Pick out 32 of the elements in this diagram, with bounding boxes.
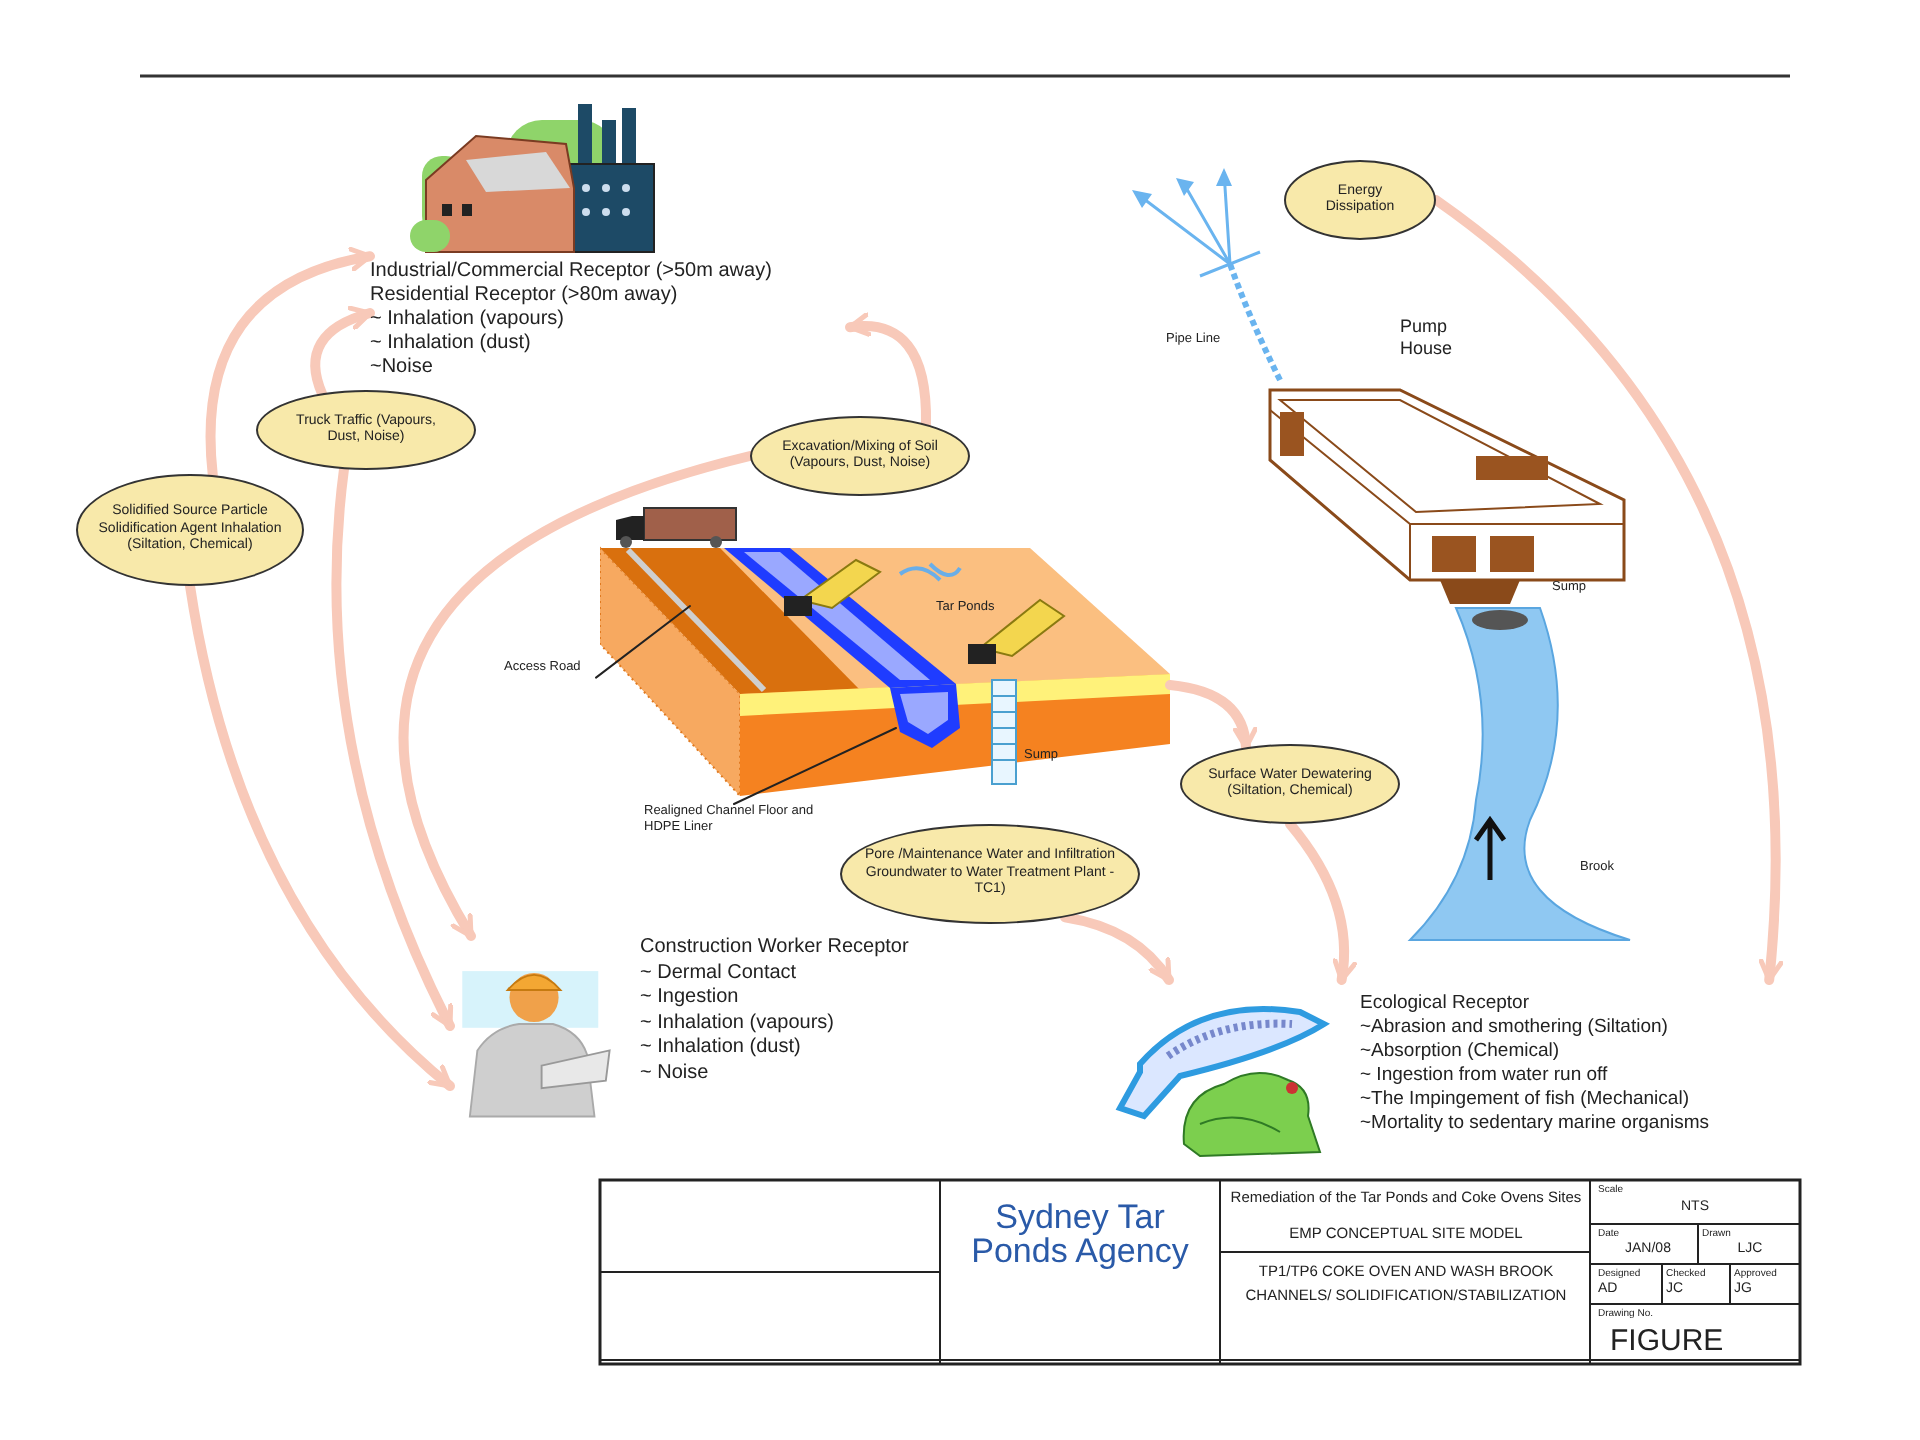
receptor-heading: Ecological Receptor — [1360, 992, 1529, 1014]
exposure-item: ~ Inhalation (vapours) — [370, 308, 565, 330]
exposure-item: ~ Ingestion — [640, 986, 739, 1008]
exposure-item: ~ Inhalation (dust) — [640, 1036, 801, 1058]
pathway-arrow — [1431, 195, 1783, 985]
exposure-item: ~ Ingestion from water run off — [1360, 1064, 1608, 1086]
exposure-item: ~ Noise — [640, 1061, 709, 1083]
pathway-arrow — [185, 581, 455, 1091]
pathway-arrow — [331, 464, 455, 1031]
exposure-item: ~Absorption (Chemical) — [1360, 1040, 1560, 1062]
pathway-arrow — [845, 313, 931, 429]
leader-line — [733, 727, 897, 805]
part-label: Pump House — [1400, 316, 1455, 360]
exposure-item: ~Abrasion and smothering (Siltation) — [1360, 1016, 1668, 1038]
leader-line — [595, 605, 691, 679]
exposure-item: ~ Inhalation (dust) — [370, 332, 531, 354]
exposure-item: ~Mortality to sedentary marine organisms — [1360, 1112, 1710, 1134]
exposure-item: ~ Inhalation (vapours) — [640, 1011, 835, 1033]
pathway-arrow — [310, 306, 375, 399]
figure-number: FIGURE — [1610, 1324, 1726, 1360]
receptor-heading: Industrial/Commercial Receptor (>50m away) — [370, 260, 772, 282]
pathway-arrow — [1060, 912, 1174, 985]
pathway-arrow — [205, 247, 375, 481]
pathway-arrow — [399, 451, 755, 941]
exposure-item: ~The Impingement of fish (Mechanical) — [1360, 1088, 1689, 1110]
receptor-heading: Residential Receptor (>80m away) — [370, 284, 678, 306]
exposure-item: ~Noise — [370, 356, 433, 378]
agency-name: Sydney Tar Ponds Agency — [970, 1200, 1190, 1268]
pathway-arrow — [1285, 819, 1357, 985]
receptor-heading: Construction Worker Receptor — [640, 936, 909, 958]
exposure-item: ~ Dermal Contact — [640, 961, 797, 983]
pathway-arrow — [1165, 680, 1257, 753]
